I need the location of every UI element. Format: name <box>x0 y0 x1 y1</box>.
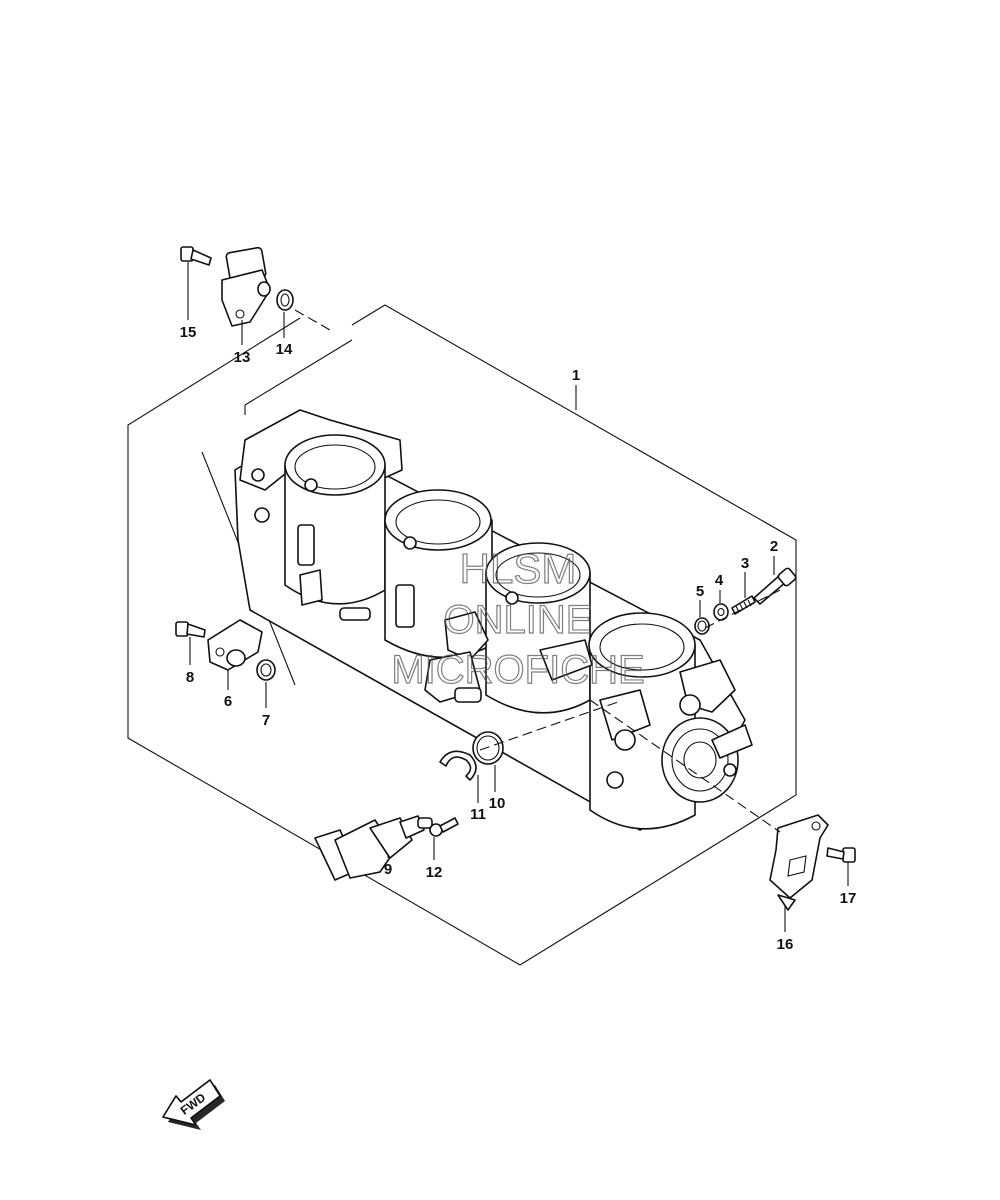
callout-3: 3 <box>741 555 749 572</box>
part-15-bolt <box>180 246 212 266</box>
part-13-pressure-sensor <box>221 194 396 327</box>
callout-5: 5 <box>696 583 704 600</box>
part-5-o-ring <box>694 617 710 635</box>
part-2-screw <box>753 567 797 605</box>
callout-1: 1 <box>572 367 580 384</box>
part-16-bracket <box>769 814 829 911</box>
callout-labels: 1 2 3 4 5 6 7 8 9 10 11 12 13 14 15 16 1… <box>180 324 857 953</box>
part-6-sensor-adapter <box>207 619 263 671</box>
callout-12: 12 <box>426 864 443 881</box>
part-4-washer <box>713 603 729 621</box>
callout-17: 17 <box>840 890 857 907</box>
part-17-bolt <box>826 847 856 863</box>
leader-lines <box>187 262 849 932</box>
callout-4: 4 <box>715 572 724 589</box>
part-10-o-ring <box>472 731 504 765</box>
part-9-sensor <box>314 815 433 881</box>
watermark-line-1: HLSM <box>460 545 577 592</box>
forward-direction-arrow: FWD <box>162 1079 225 1130</box>
callout-2: 2 <box>770 538 778 555</box>
callout-16: 16 <box>777 936 794 953</box>
callout-9: 9 <box>384 861 392 878</box>
callout-6: 6 <box>224 693 232 710</box>
part-11-clip <box>439 750 477 781</box>
callout-10: 10 <box>489 795 506 812</box>
part-3-spring <box>731 595 756 615</box>
callout-14: 14 <box>276 341 293 358</box>
part-14-o-ring <box>276 289 294 311</box>
callout-15: 15 <box>180 324 197 341</box>
watermark-line-2: ONLINE <box>444 598 593 642</box>
alignment-lines <box>294 309 781 833</box>
callout-11: 11 <box>470 806 486 823</box>
watermark-line-3: MICROFICHE <box>391 648 644 692</box>
part-12-screw <box>429 817 459 837</box>
callout-7: 7 <box>262 712 270 729</box>
part-8-bolt <box>175 621 206 638</box>
callout-8: 8 <box>186 669 194 686</box>
part-7-o-ring <box>256 659 276 681</box>
callout-13: 13 <box>234 349 251 366</box>
watermark: HLSM ONLINE MICROFICHE <box>391 544 646 692</box>
